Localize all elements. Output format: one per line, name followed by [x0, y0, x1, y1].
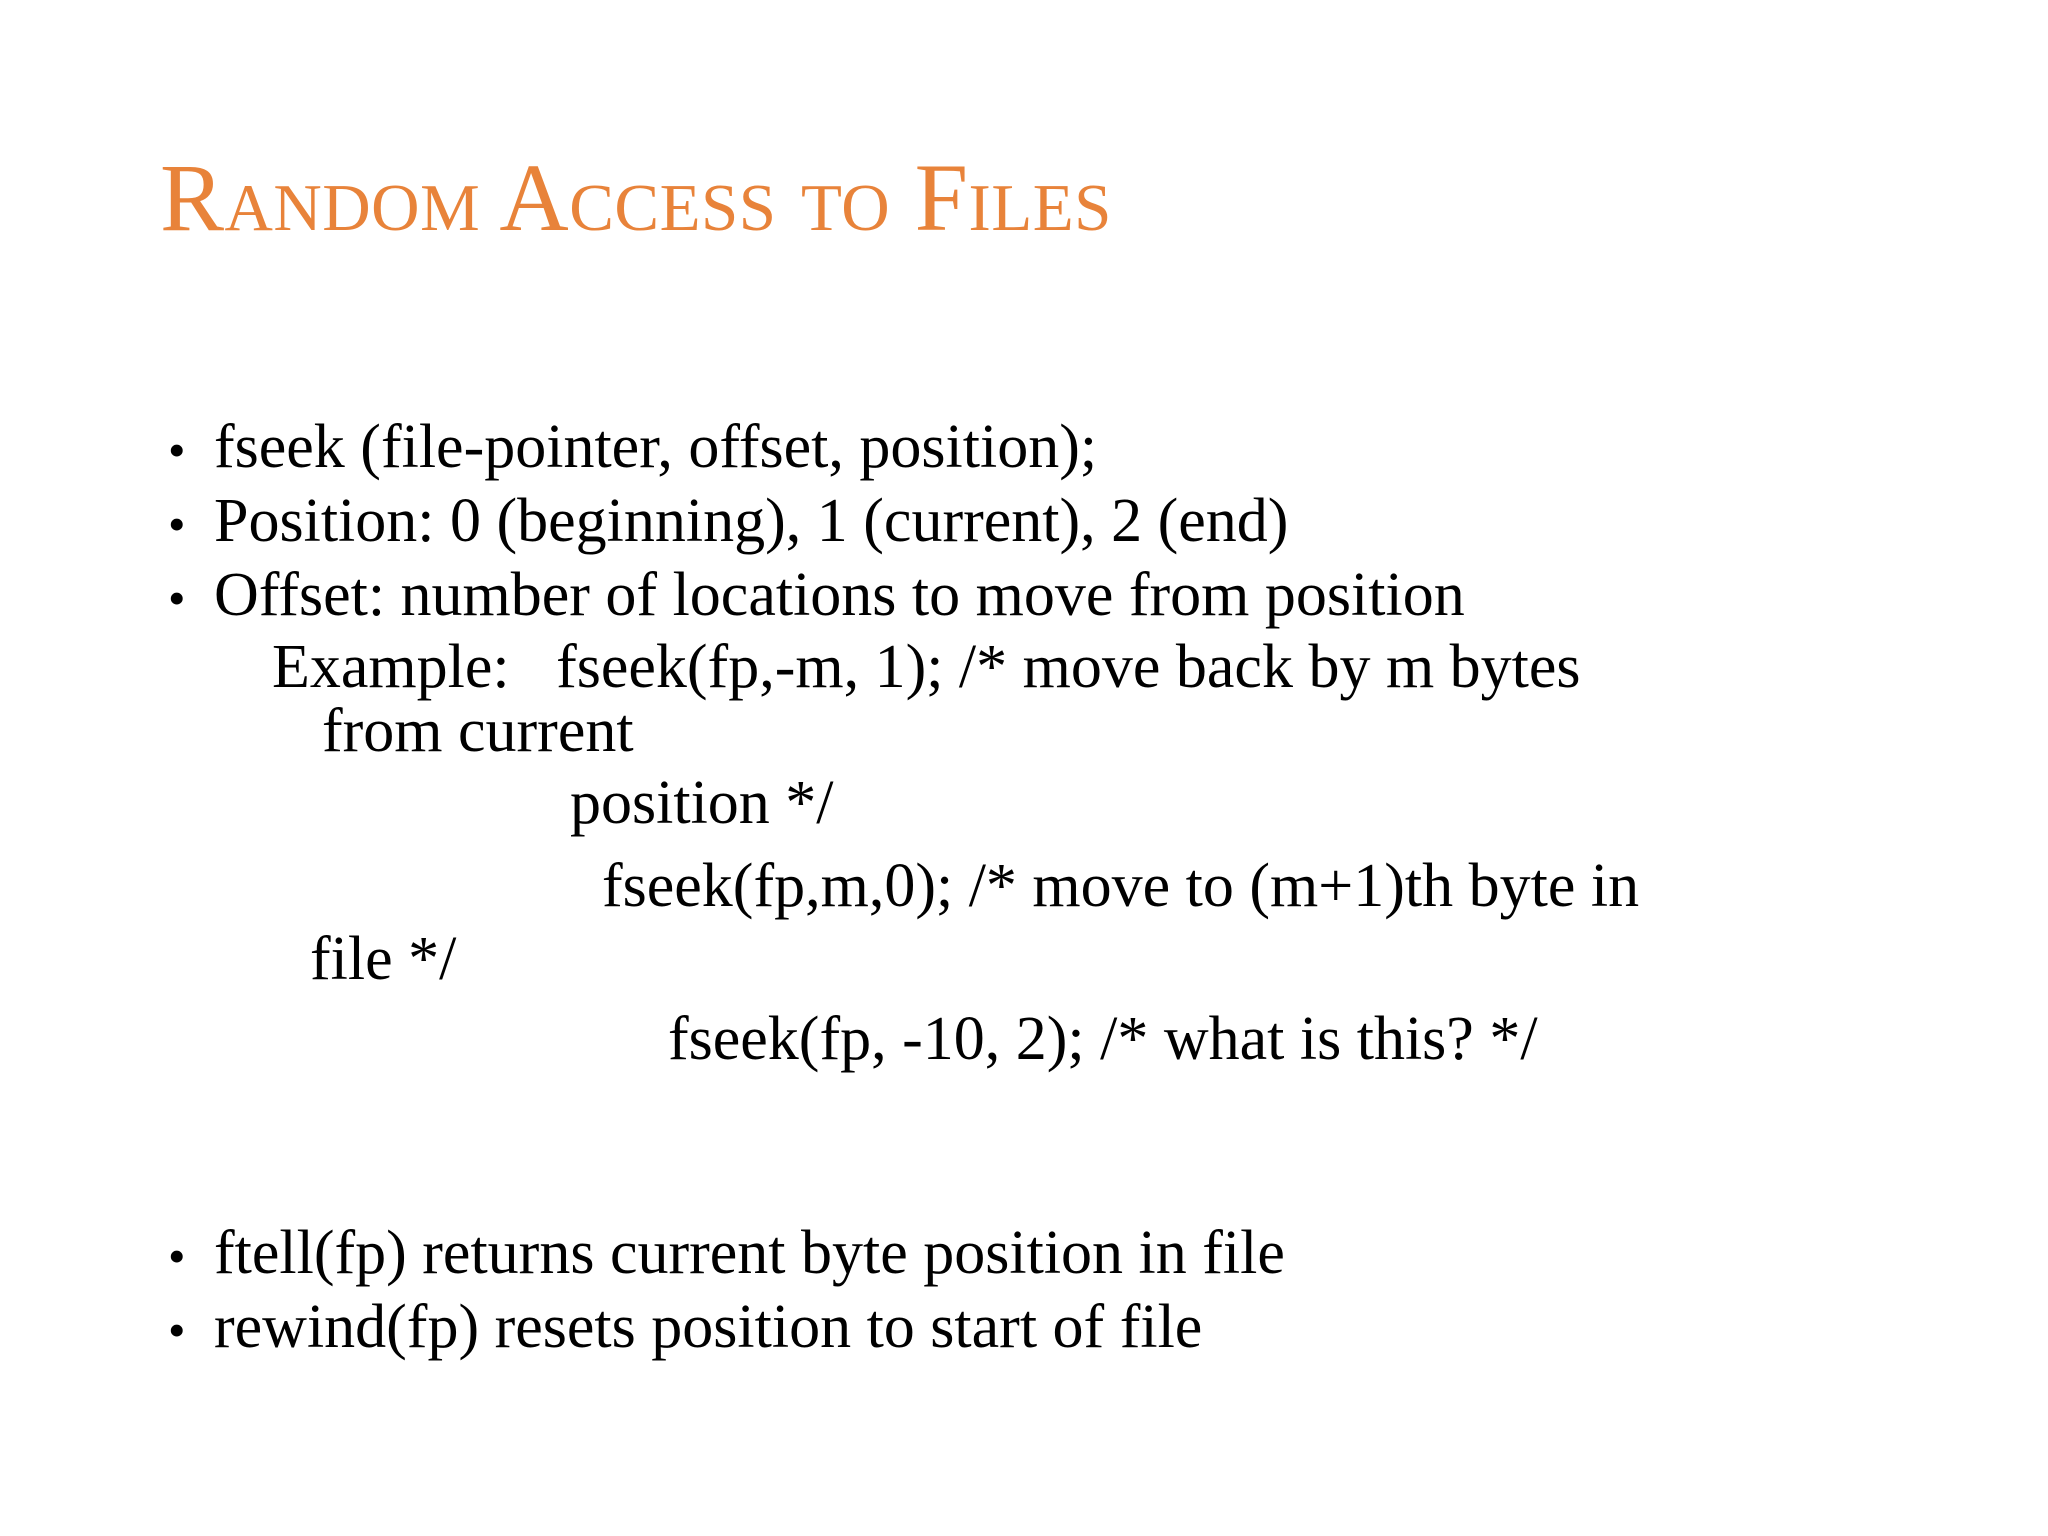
- title-lead-word: Random: [160, 144, 481, 251]
- bullet-icon: •: [168, 422, 186, 478]
- bullet-icon: •: [168, 496, 186, 552]
- title-rest: Access to Files: [480, 144, 1112, 251]
- example-line-file-close: file */: [310, 925, 457, 993]
- bullet-icon: •: [168, 1228, 186, 1284]
- bullet-item-ftell-desc: • ftell(fp) returns current byte positio…: [168, 1219, 1285, 1287]
- example-line-fseek-back: Example: fseek(fp,-m, 1); /* move back b…: [272, 633, 1581, 701]
- bullet-item-fseek-signature: • fseek (file-pointer, offset, position)…: [168, 413, 1098, 481]
- example-line-from-current: from current: [322, 697, 634, 765]
- bullet-item-position-values: • Position: 0 (beginning), 1 (current), …: [168, 487, 1289, 555]
- bullet-label: Offset: number of locations to move from…: [214, 561, 1465, 629]
- bullet-label: ftell(fp) returns current byte position …: [214, 1219, 1285, 1287]
- bullet-item-rewind-desc: • rewind(fp) resets position to start of…: [168, 1293, 1203, 1361]
- bullet-icon: •: [168, 570, 186, 626]
- bullet-label: fseek (file-pointer, offset, position);: [214, 413, 1098, 481]
- example-line-position-close: position */: [570, 769, 834, 837]
- page-title: Random Access to Files: [160, 150, 1920, 246]
- example-line-fseek-end: fseek(fp, -10, 2); /* what is this? */: [668, 1005, 1538, 1073]
- example-line-fseek-absolute: fseek(fp,m,0); /* move to (m+1)th byte i…: [602, 852, 1640, 920]
- bullet-icon: •: [168, 1302, 186, 1358]
- bullet-item-offset-meaning: • Offset: number of locations to move fr…: [168, 561, 1465, 629]
- bullet-label: Position: 0 (beginning), 1 (current), 2 …: [214, 487, 1289, 555]
- bullet-label: rewind(fp) resets position to start of f…: [214, 1293, 1203, 1361]
